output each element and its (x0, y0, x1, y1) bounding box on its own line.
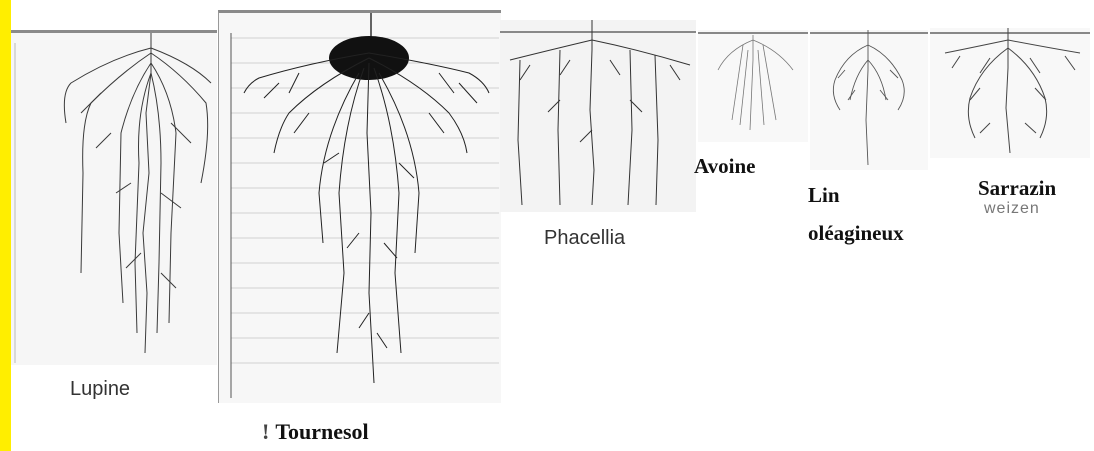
lupine-root-panel (11, 30, 217, 365)
phacellia-root-panel (500, 20, 696, 212)
lupine-root-drawing (11, 33, 217, 365)
label-phacellia: Phacellia (544, 227, 625, 250)
label-avoine: Avoine (694, 153, 755, 179)
label-sarrazin-ghost: weizen (984, 200, 1040, 218)
label-tournesol-text: Tournesol (275, 419, 368, 444)
sarrazin-root-panel (930, 28, 1090, 158)
phacellia-root-drawing (500, 20, 696, 212)
lin-root-drawing (810, 30, 928, 170)
sarrazin-root-drawing (930, 28, 1090, 158)
lin-root-panel (810, 30, 928, 170)
label-tournesol-prefix: ! (262, 419, 269, 444)
label-lin-line2: oléagineux (808, 220, 904, 246)
avoine-root-panel (698, 30, 808, 142)
label-lin-line1: Lin (808, 182, 840, 208)
label-sarrazin: Sarrazin (978, 175, 1056, 201)
yellow-margin-stripe (0, 0, 11, 451)
tournesol-root-panel (218, 10, 501, 403)
label-lupine: Lupine (70, 378, 130, 401)
avoine-root-drawing (698, 30, 808, 142)
label-tournesol: !Tournesol (262, 419, 369, 445)
tournesol-root-drawing (219, 13, 501, 403)
